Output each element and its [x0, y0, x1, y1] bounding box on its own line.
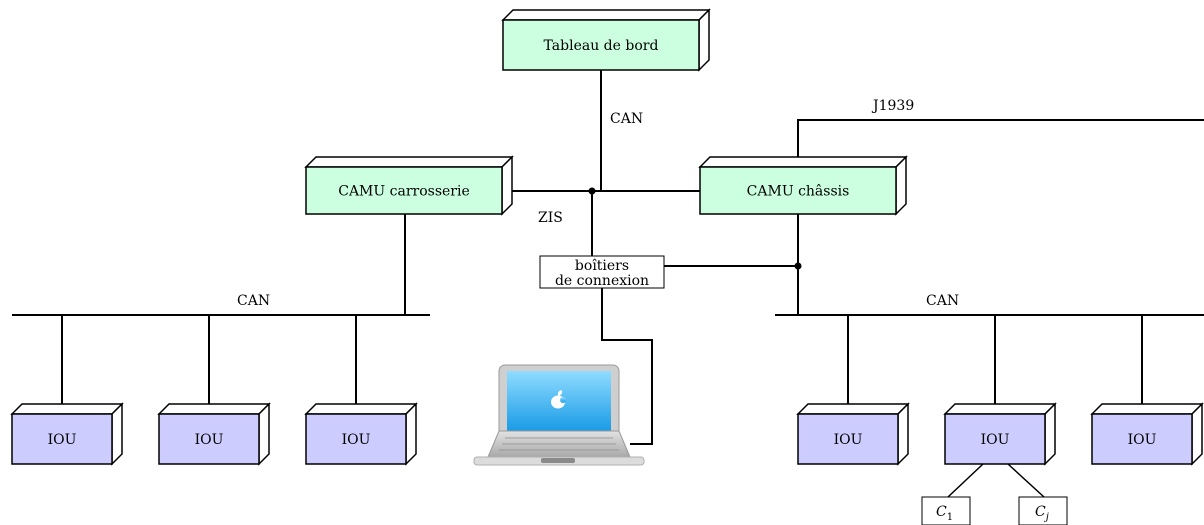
iou-left-3-front-face: [305, 413, 407, 465]
camu-body-box-top-face: [304, 156, 514, 168]
component-c1-frame: [921, 496, 971, 525]
wires: [12, 70, 1204, 498]
iou-left-1-label: IOU: [48, 432, 77, 448]
zis-label: ZIS: [538, 210, 563, 226]
iou-to-cj: [1007, 463, 1045, 498]
iou-right-3-front-face: [1091, 413, 1193, 465]
laptop-keys: [499, 437, 619, 451]
laptop-icon: [473, 364, 645, 466]
iou-left-3: IOU: [304, 402, 418, 466]
camu-chassis-box-front-face: [699, 166, 897, 215]
connection-boxes-line-2: de connexion: [555, 273, 649, 289]
j1939-label: J1939: [871, 98, 914, 114]
iou-left-3-top-face: [304, 403, 418, 415]
camu-body-box-front-face: [305, 166, 503, 215]
iou-right-3: IOU: [1090, 402, 1204, 466]
iou-left-3-side-face: [405, 402, 417, 466]
iou-right-3-side-face: [1191, 402, 1203, 466]
junction-dot-chassis: [794, 262, 802, 270]
iou-right-3-top-face: [1090, 403, 1204, 415]
dashboard-box-label: Tableau de bord: [544, 38, 659, 54]
component-c1-label: C1: [936, 504, 953, 523]
can-label-right: CAN: [926, 293, 959, 309]
can-label-top: CAN: [610, 111, 643, 127]
iou-left-1-side-face: [111, 402, 123, 466]
component-boxes: C1 Cj: [921, 496, 1068, 525]
dashboard-box-top-face: [501, 9, 711, 21]
camu-chassis-box-side-face: [895, 155, 907, 216]
can-label-left: CAN: [237, 293, 270, 309]
camu-chassis-box-label: CAMU châssis: [747, 184, 850, 200]
bus-labels: CAN J1939 ZIS CAN CAN: [237, 98, 959, 309]
camu-body-box-side-face: [501, 155, 513, 216]
iou-right-3-label: IOU: [1128, 432, 1157, 448]
iou-right-1-front-face: [797, 413, 899, 465]
iou-right-2-front-face: [944, 413, 1046, 465]
connection-boxes-line-1: boîtiers: [575, 258, 629, 274]
j1939-bus: [797, 119, 1204, 164]
connection-boxes-frame: [539, 255, 665, 289]
dashboard-box-front-face: [502, 19, 700, 71]
camu-chassis-box-top-face: [698, 156, 908, 168]
iou-right-2-label: IOU: [981, 432, 1010, 448]
connection-boxes: boîtiers de connexion: [539, 255, 665, 289]
iou-left-2-side-face: [258, 402, 270, 466]
iou-right-2-top-face: [943, 403, 1057, 415]
camu-body-box-label: CAMU carrosserie: [338, 184, 470, 200]
iou-right-1: IOU: [796, 402, 910, 466]
connection-boxes-to-laptop: [601, 288, 653, 445]
iou-left-1-front-face: [11, 413, 113, 465]
iou-right-2: IOU: [943, 402, 1057, 466]
iou-right-1-top-face: [796, 403, 910, 415]
iou-left-3-label: IOU: [342, 432, 371, 448]
iou-right-1-side-face: [897, 402, 909, 466]
component-cj-label: Cj: [1035, 504, 1049, 523]
camu-body-box: CAMU carrosserie: [304, 155, 514, 216]
iou-right-2-side-face: [1044, 402, 1056, 466]
camu-chassis-box: CAMU châssis: [698, 155, 908, 216]
dashboard-box: Tableau de bord: [501, 8, 711, 72]
junction-dot-zis: [588, 187, 596, 195]
iou-left-2-front-face: [158, 413, 260, 465]
iou-left-1: IOU: [10, 402, 124, 466]
iou-left-2: IOU: [157, 402, 271, 466]
apple-logo-icon: [551, 390, 566, 409]
dashboard-box-side-face: [698, 8, 710, 72]
iou-to-c1: [947, 463, 984, 498]
iou-right-1-label: IOU: [834, 432, 863, 448]
component-cj-frame: [1018, 496, 1068, 525]
iou-left-2-top-face: [157, 403, 271, 415]
iou-left-1-top-face: [10, 403, 124, 415]
laptop-trackpad: [541, 458, 575, 463]
iou-left-2-label: IOU: [195, 432, 224, 448]
